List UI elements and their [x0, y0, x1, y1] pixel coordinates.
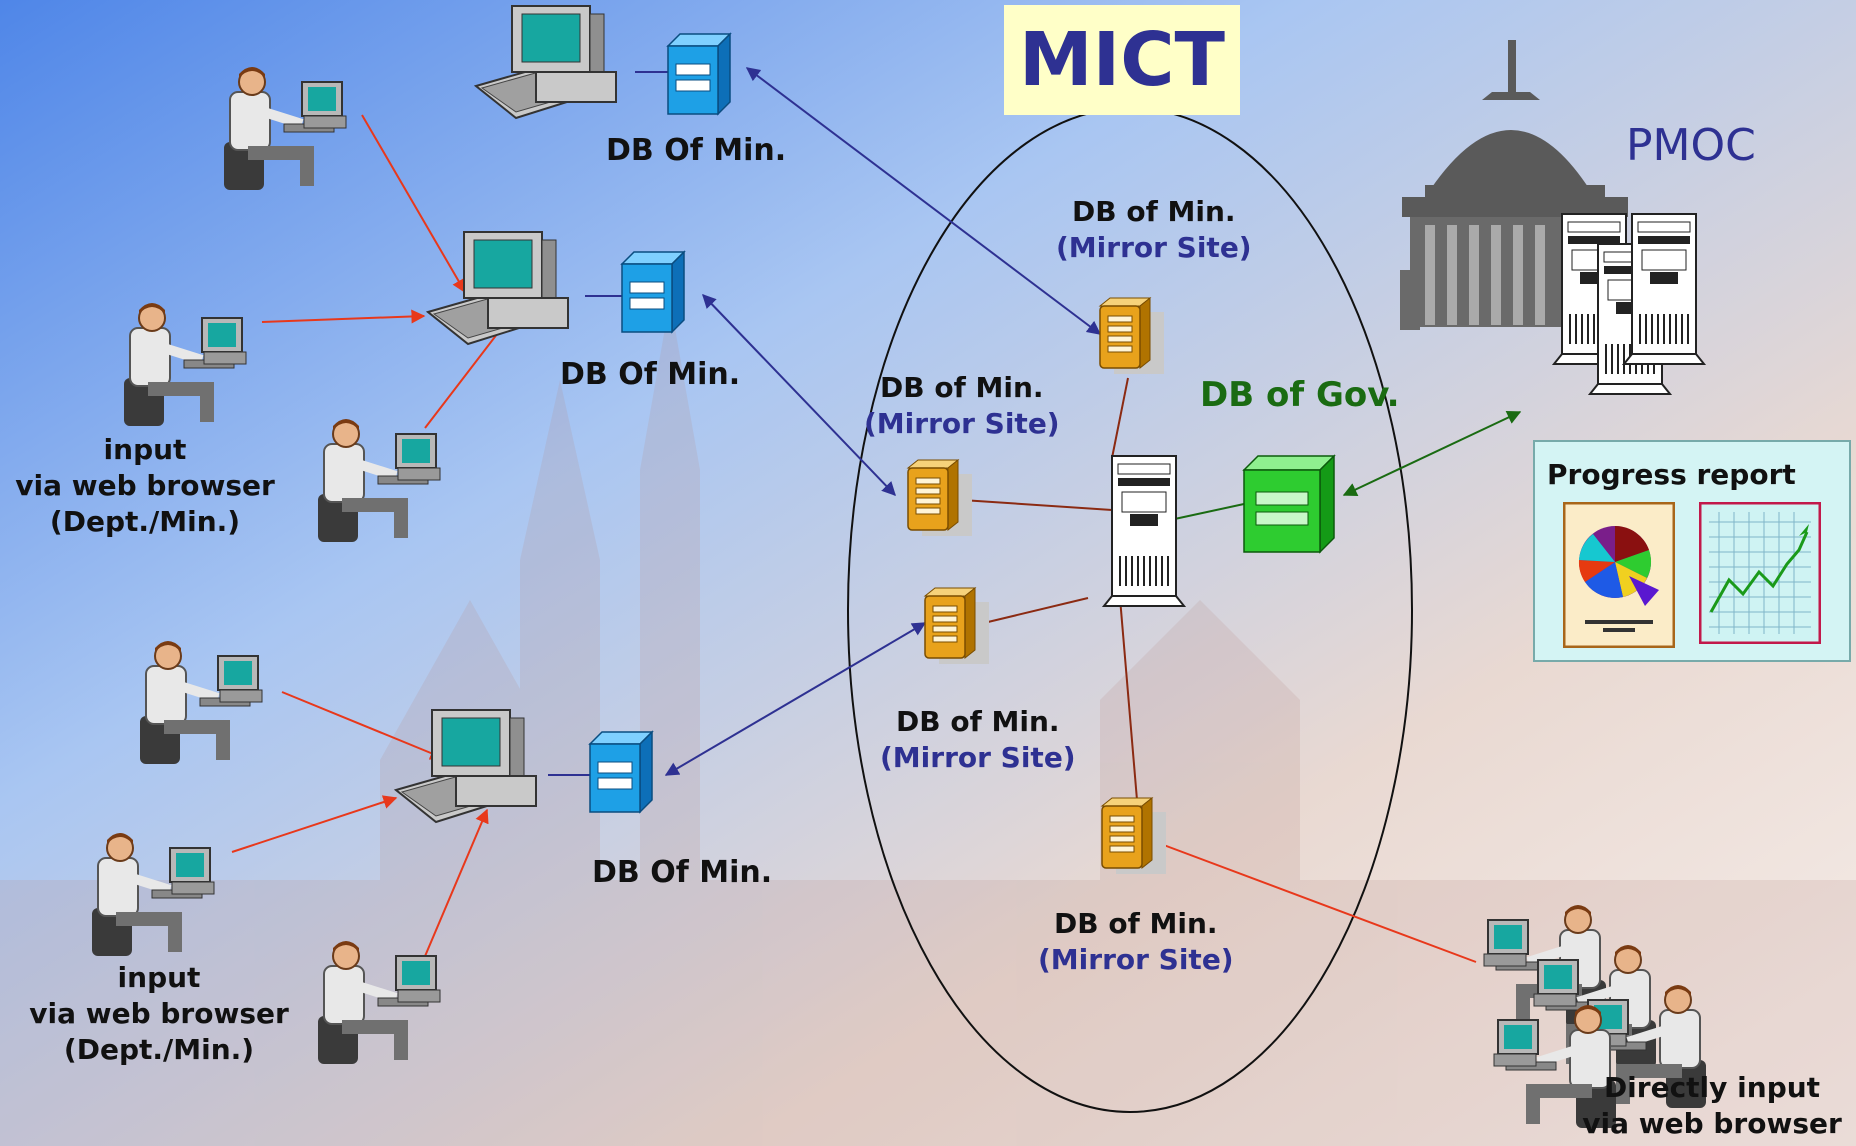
person-computer-icon: [140, 641, 262, 764]
ministry-db-icon: [621, 251, 685, 333]
person-computer-icon: [124, 303, 246, 426]
mirror-subtitle: (Mirror Site): [1056, 231, 1252, 264]
direct-input-label: Directly input via web browser: [1572, 1074, 1852, 1138]
person-computer-icon: [224, 67, 346, 190]
core-links: [961, 377, 1138, 801]
workstation-icon: [395, 709, 537, 823]
db-of-min-label: DB Of Min.: [592, 855, 773, 890]
db-of-gov-label: DB of Gov.: [1200, 375, 1400, 415]
mirror-site-label: DB of Min. (Mirror Site): [864, 374, 1060, 438]
mirror-title: DB of Min.: [880, 371, 1044, 404]
pmoc-server-icon: [1623, 213, 1705, 365]
progress-report-panel: Progress report: [1533, 440, 1851, 662]
mirror-title: DB of Min.: [896, 705, 1060, 738]
input-line-1: input: [103, 433, 187, 466]
mict-title: MICT: [1004, 5, 1240, 115]
progress-report-title: Progress report: [1547, 458, 1796, 491]
link-client-b3: [419, 808, 489, 969]
input-group-label: input via web browser (Dept./Min.): [10, 436, 280, 536]
workstation-icon: [427, 231, 569, 345]
mirror-db-icon: [924, 587, 990, 665]
mirror-db-icon: [1101, 797, 1167, 875]
mirror-site-label: DB of Min. (Mirror Site): [1038, 910, 1234, 974]
ws-db-links: [548, 71, 668, 776]
mirror-subtitle: (Mirror Site): [864, 407, 1060, 440]
db-of-min-label: DB Of Min.: [606, 133, 787, 168]
input-line-3: (Dept./Min.): [63, 1033, 255, 1066]
mirror-subtitle: (Mirror Site): [880, 741, 1076, 774]
ministry-db-icon: [667, 33, 731, 115]
person-computer-icon: [318, 941, 440, 1064]
input-line-3: (Dept./Min.): [49, 505, 241, 538]
link-direct-input: [1143, 835, 1477, 963]
gov-links: [1169, 411, 1522, 521]
link-client-a1: [361, 114, 466, 294]
mirror-title: DB of Min.: [1072, 195, 1236, 228]
mirror-db-icon: [907, 459, 973, 537]
input-line-1: input: [117, 961, 201, 994]
gov-db-icon: [1242, 454, 1336, 554]
mirror-site-label: DB of Min. (Mirror Site): [1056, 198, 1252, 262]
person-computer-icon: [318, 419, 440, 542]
workstation-icon: [475, 5, 617, 119]
mirror-site-label: DB of Min. (Mirror Site): [880, 708, 1076, 772]
mirror-title: DB of Min.: [1054, 907, 1218, 940]
pie-report-icon: [1563, 502, 1675, 648]
input-line-2: via web browser: [15, 469, 275, 502]
link-client-a2: [261, 309, 426, 324]
mirror-subtitle: (Mirror Site): [1038, 943, 1234, 976]
central-server-icon: [1103, 455, 1185, 607]
input-group-label: input via web browser (Dept./Min.): [24, 964, 294, 1064]
mirror-db-icon: [1099, 297, 1165, 375]
link-client-b1: [281, 691, 445, 760]
ministry-links: [664, 67, 1102, 776]
direct-input-line-2: via web browser: [1582, 1107, 1842, 1140]
link-client-b2: [231, 795, 398, 853]
line-chart-report-icon: [1699, 502, 1821, 644]
pmoc-label: PMOC: [1626, 120, 1756, 171]
direct-input-line-1: Directly input: [1603, 1071, 1821, 1104]
input-line-2: via web browser: [29, 997, 289, 1030]
temple-silhouette: [0, 300, 1856, 1146]
db-of-min-label: DB Of Min.: [560, 357, 741, 392]
person-computer-icon: [92, 833, 214, 956]
ministry-db-icon: [589, 731, 653, 813]
